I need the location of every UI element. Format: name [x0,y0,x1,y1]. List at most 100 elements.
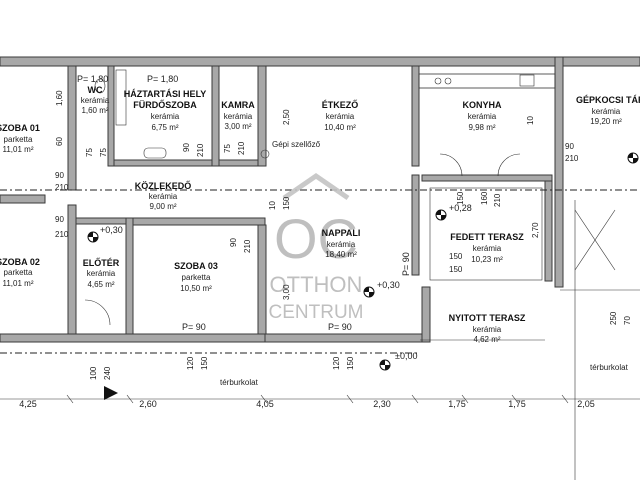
terrace-door-swing [497,153,521,177]
dimension-label: 90 [565,142,574,151]
dimension-label: 75 [85,148,94,157]
wall-szoba02-top [0,194,46,204]
room-szoba03: SZOBA 03 parketta 10,50 m² [174,261,218,293]
room-floor: kerámia [87,269,116,278]
room-area: 10,50 m² [180,284,212,293]
pavement-diagonal [574,209,616,271]
dimension-label: 1,75 [448,399,466,409]
room-szoba02: SZOBA 02 parketta 11,01 m² [0,257,40,288]
dimension-label: 10 [526,116,535,125]
room-area: 9,98 m² [468,123,495,132]
room-floor: kerámia [151,112,180,121]
dimension-label: 90 [229,238,238,247]
room-name: HÁZTARTÁSI HELY [124,89,207,99]
pavement-label: térburkolat [220,378,259,387]
wall-eloter-top [75,217,127,225]
level-marker-icon [363,286,375,298]
wall-nyitott-left [421,286,431,343]
ceiling-height-label: P= 1,80 [77,74,108,84]
room-nyitott-terasz: NYITOTT TERASZ kerámia 4,62 m² [449,313,526,344]
room-name: ÉTKEZŐ [322,99,359,110]
dimension-tick [461,394,469,404]
room-etkezo: ÉTKEZŐ kerámia 10,40 m² [322,99,359,132]
wall-terasz-right [544,180,553,282]
room-floor: parketta [4,268,33,277]
dimension-tick [511,394,519,404]
stove-burner-icon [444,77,452,85]
dimension-label: 120 [186,356,195,370]
dimension-label: 160 [480,191,489,205]
dimension-label: 4,25 [19,399,37,409]
wall-nappali-right [411,174,420,276]
wall-szoba03-right [257,224,267,335]
room-area: 4,62 m² [473,335,500,344]
room-name: WC [88,85,103,95]
dimension-label: 210 [55,230,69,239]
level-markers [87,152,639,371]
annotations: P= 1,80 P= 1,80 P= 90 P= 90 P= 90 Gépi s… [77,74,629,387]
dimension-label: 2,70 [531,222,540,238]
watermark-logo: OC OTTHON CENTRUM [269,172,364,323]
dimension-label: 75 [223,144,232,153]
wall-wc-right [107,65,115,167]
dimension-label: 1,60 [55,90,64,106]
room-kozlekedo: KÖZLEKEDŐ kerámia 9,00 m² [135,180,192,211]
wall-furdo-right [211,65,220,167]
dimension-label: 210 [237,141,246,155]
dimension-label: 150 [456,191,465,205]
room-floor: parketta [182,273,211,282]
wall-szoba03-top [132,217,266,226]
room-gepkocsi: GÉPKOCSI TÁR kerámia 19,20 m² [576,95,640,126]
dimension-tick [126,394,134,404]
room-floor: kerámia [327,240,356,249]
room-area: 11,01 m² [3,145,34,154]
wall-bottom-left [0,333,266,343]
level-label: +0,28 [449,203,472,213]
room-area: 18,40 m² [325,250,357,259]
watermark-otthon: OTTHON [270,272,363,297]
room-name: ELŐTÉR [83,257,120,268]
room-furdoszoba: HÁZTARTÁSI HELY FÜRDŐSZOBA kerámia 6,75 … [124,89,207,132]
ventilator-label: Gépi szellőző [272,140,321,149]
room-area: 9,00 m² [149,202,176,211]
level-marker-icon [379,359,391,371]
watermark-roof-icon [282,172,350,201]
dimension-label: 210 [493,193,502,207]
room-floor: kerámia [592,107,621,116]
room-floor: kerámia [473,325,502,334]
room-area: 6,75 m² [151,123,178,132]
room-labels: SZOBA 01 parketta 11,01 m² WC kerámia 1,… [0,85,640,344]
wall-bottom-mid [264,333,431,343]
dimension-label: 2,30 [373,399,391,409]
dimension-label: 120 [332,356,341,370]
wall-top [0,56,556,67]
dimension-labels: 1,60 60 75 75 90 210 75 210 2,50 10 90 2… [55,90,632,380]
ceiling-height-label: P= 90 [401,252,411,276]
dimension-label: 210 [55,183,69,192]
dimension-label: 150 [282,196,291,210]
ceiling-height-label: P= 90 [182,322,206,332]
room-floor: kerámia [473,244,502,253]
bottom-dimension-line [0,386,640,404]
dimension-label: 60 [55,137,64,146]
room-name: KÖZLEKEDŐ [135,180,192,191]
room-name: KONYHA [462,100,502,110]
dimension-label: 150 [449,265,463,274]
room-area: 10,23 m² [471,255,503,264]
level-marker-icon [435,209,447,221]
dimension-label: 1,75 [508,399,526,409]
room-area: 1,60 m² [81,106,108,115]
dimension-label: 210 [243,239,252,253]
terrace-door-swing [439,153,463,177]
room-wc: WC kerámia 1,60 m² [81,85,110,115]
level-label: ±0,00 [395,351,417,361]
watermark-centrum: CENTRUM [269,302,364,323]
washbasin-icon [143,147,167,159]
wall-garage-left [554,56,564,288]
room-name: NAPPALI [322,228,361,238]
room-floor: kerámia [468,112,497,121]
dimension-label: 210 [196,143,205,157]
walls [0,56,640,343]
dimension-label: 90 [182,143,191,152]
dimension-label: 150 [200,356,209,370]
